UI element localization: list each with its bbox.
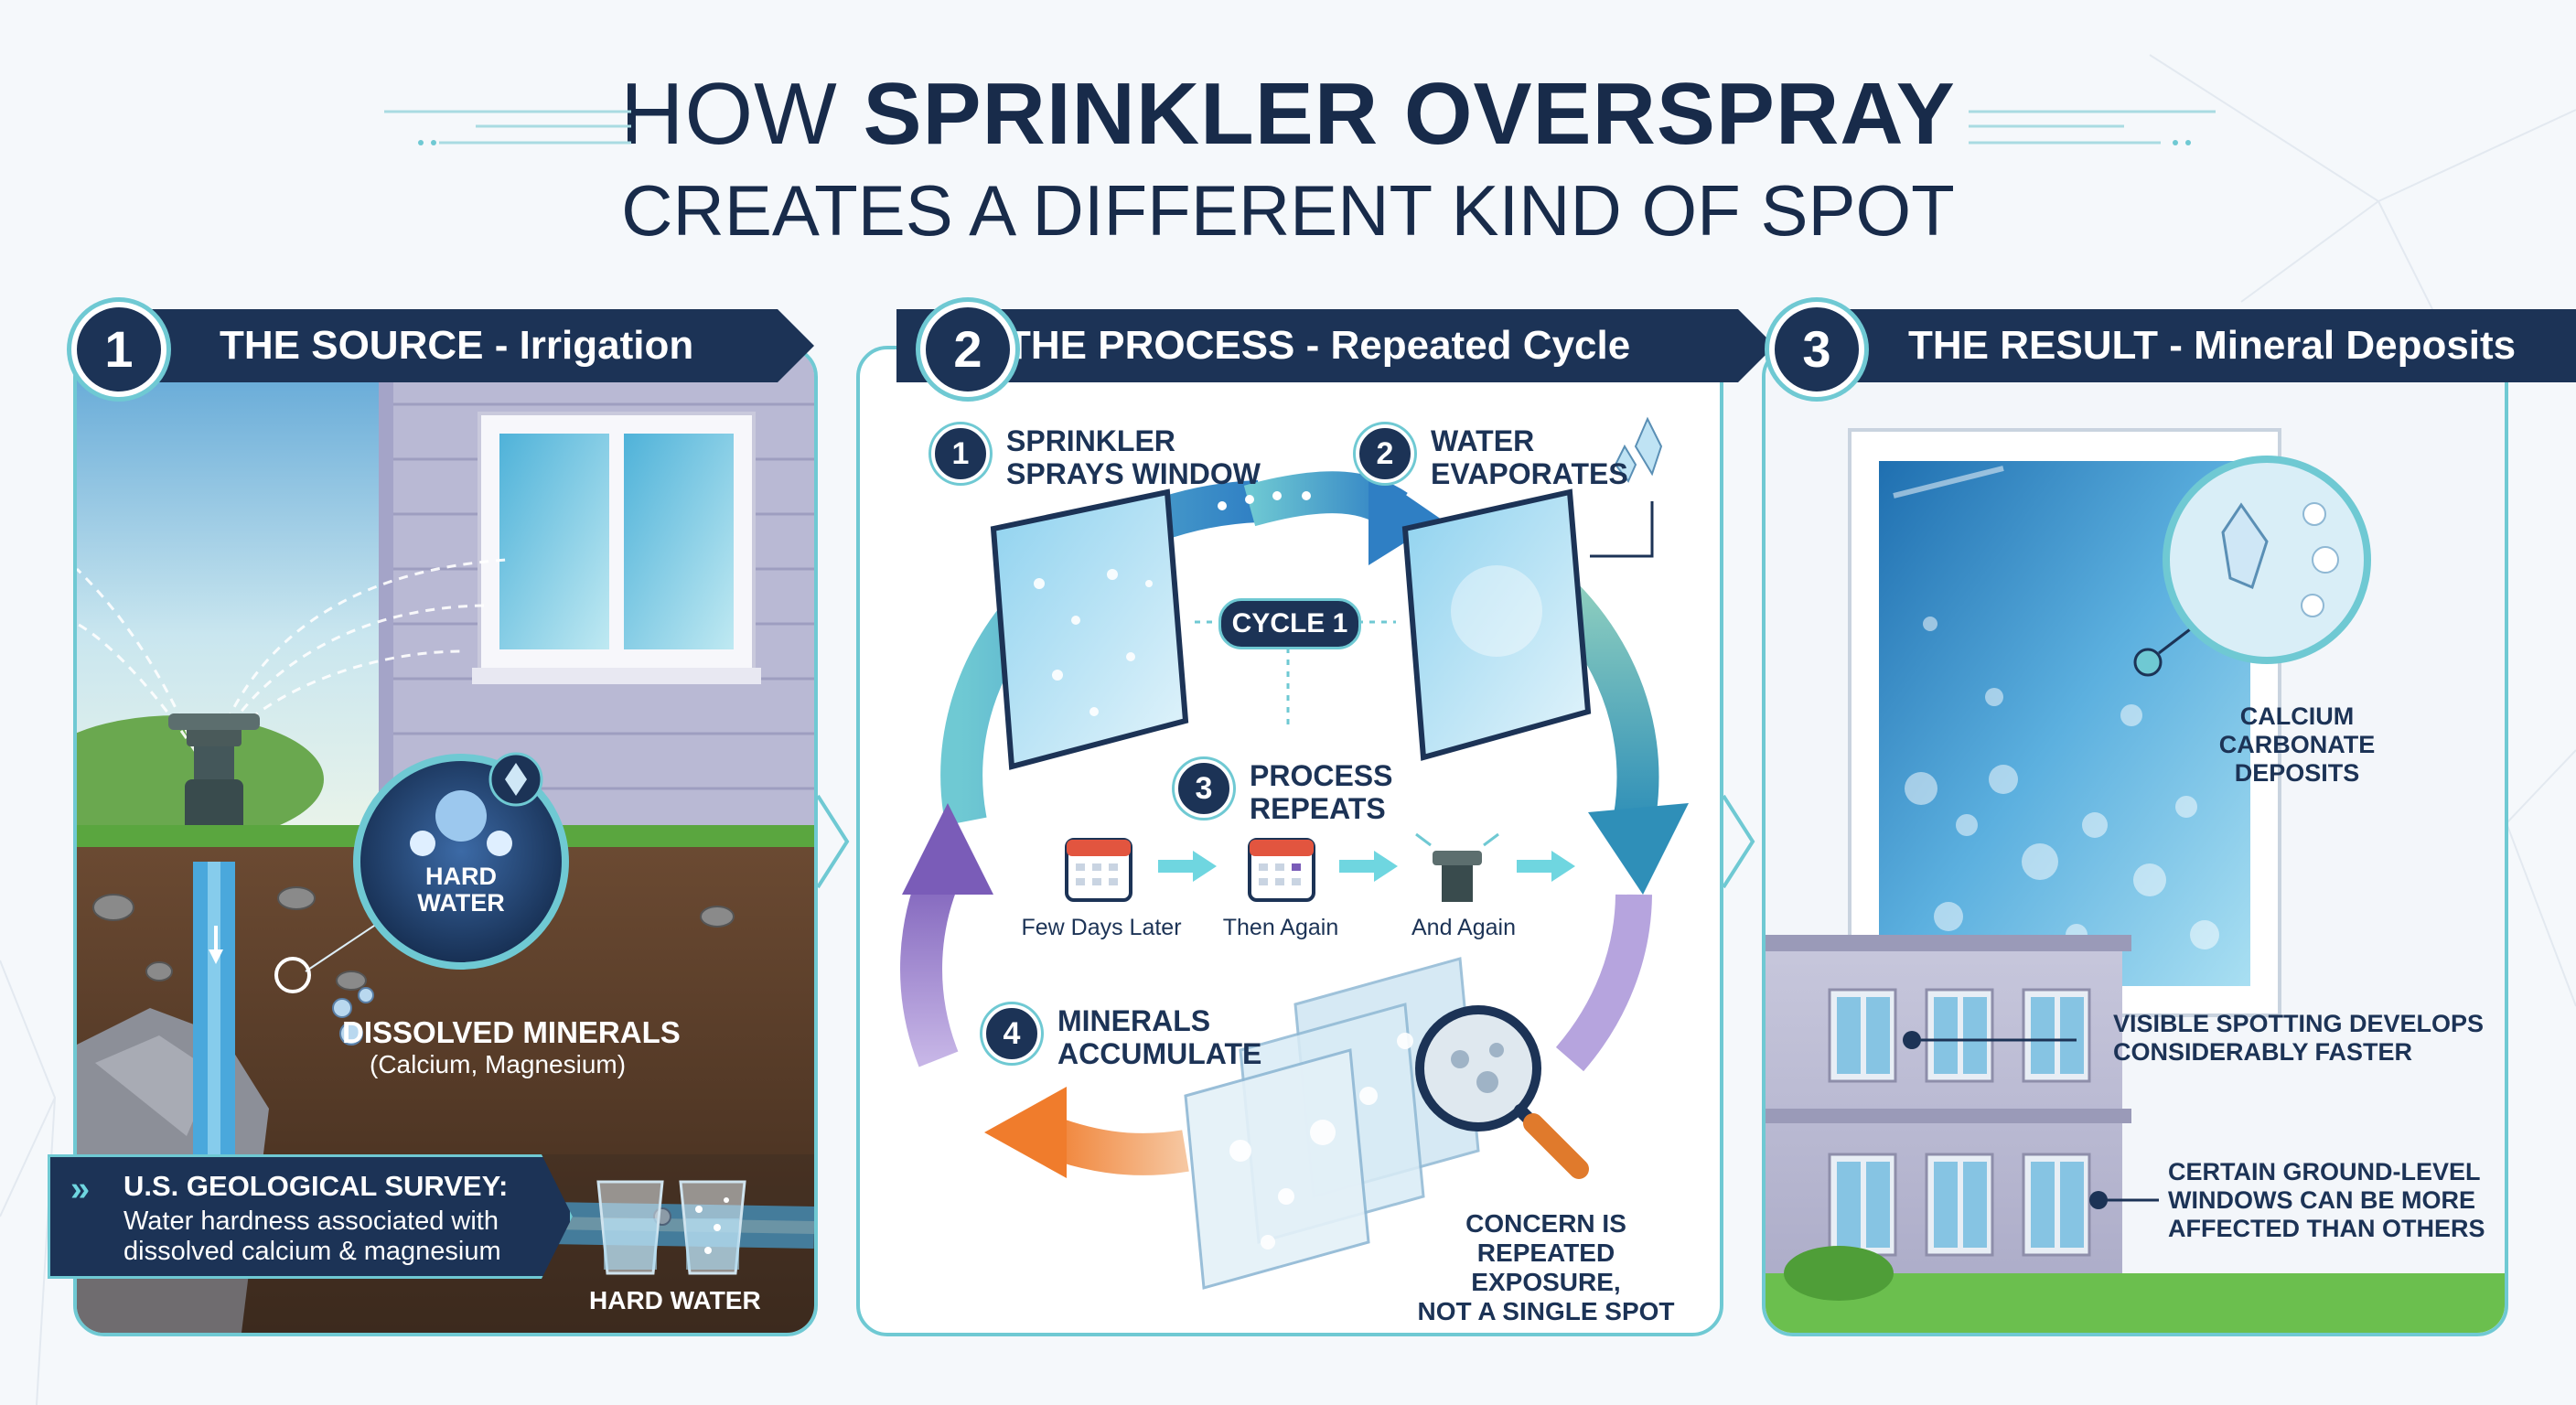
step-label: SPRINKLER SPRAYS WINDOW	[1006, 424, 1261, 490]
page-title: HOW SPRINKLER OVERSPRAY CREATES A DIFFER…	[0, 64, 2576, 256]
callout-visible-spotting: VISIBLE SPOTTING DEVELOPS CONSIDERABLY F…	[2113, 1010, 2485, 1066]
title-line2: CREATES A DIFFERENT KIND OF SPOT	[621, 170, 1955, 251]
usgs-title: U.S. GEOLOGICAL SURVEY:	[123, 1170, 509, 1202]
dissolved-minerals-subtitle: (Calcium, Magnesium)	[370, 1050, 627, 1078]
timeline-label-1: Few Days Later	[1021, 915, 1182, 940]
panel-number-1: 1	[71, 302, 166, 397]
dissolved-minerals-title: DISSOLVED MINERALS	[342, 1015, 681, 1049]
usgs-callout: » U.S. GEOLOGICAL SURVEY: Water hardness…	[48, 1154, 573, 1279]
step-label: MINERALS ACCUMULATE	[1057, 1004, 1262, 1070]
title-decoration-left	[384, 110, 631, 145]
banner-result-bold: THE RESULT	[1908, 323, 2158, 368]
banner-process-rest: - Repeated Cycle	[1294, 323, 1631, 368]
process-step-3: 3 PROCESS REPEATS	[1175, 759, 1392, 825]
usgs-body: Water hardness associated with dissolved…	[123, 1207, 501, 1266]
step-label: PROCESS REPEATS	[1250, 759, 1393, 825]
title-line1-bold: SPRINKLER OVERSPRAY	[863, 65, 1956, 163]
process-step-4: 4 MINERALS ACCUMULATE	[982, 1004, 1261, 1070]
step-number: 1	[931, 424, 990, 483]
banner-source: THE SOURCE - Irrigation Water	[110, 309, 814, 382]
step-number: 3	[1175, 759, 1233, 818]
hard-water-glass-label: HARD WATER	[589, 1286, 761, 1314]
hard-water-badge-label: HARD WATER	[417, 863, 505, 917]
step-number: 2	[1356, 424, 1414, 483]
timeline-label-2: Then Again	[1222, 915, 1339, 940]
concern-note: CONCERN IS REPEATED EXPOSURE, NOT A SING…	[1417, 1209, 1675, 1325]
panel-result: CALCIUM CARBONATE DEPOSITS VISIBLE SPOTT…	[1762, 346, 2508, 1336]
panel-connector-2	[1722, 794, 1755, 889]
banner-result-rest: - Mineral Deposits	[2157, 323, 2517, 368]
panel-number-3: 3	[1769, 302, 1864, 397]
process-step-1: 1 SPRINKLER SPRAYS WINDOW	[931, 424, 1261, 490]
process-illustration	[900, 416, 1689, 1290]
step-label: WATER EVAPORATES	[1431, 424, 1628, 490]
callout-ground-level: CERTAIN GROUND-LEVEL WINDOWS CAN BE MORE…	[2168, 1158, 2485, 1242]
panel-number-2: 2	[920, 302, 1015, 397]
banner-process-bold: THE PROCESS	[1006, 323, 1295, 368]
banner-result: THE RESULT - Mineral Deposits	[1798, 309, 2576, 382]
callout-calcium-carbonate: CALCIUM CARBONATE DEPOSITS	[2218, 702, 2376, 787]
banner-process: THE PROCESS - Repeated Cycle	[896, 309, 1775, 382]
banner-source-bold: THE SOURCE	[220, 323, 484, 368]
panel-connector-1	[816, 794, 850, 889]
title-decoration-right	[1969, 110, 2216, 145]
process-step-2: 2 WATER EVAPORATES	[1356, 424, 1628, 490]
step-number: 4	[982, 1004, 1041, 1063]
cycle-label: CYCLE 1	[1218, 598, 1361, 649]
result-illustration	[1766, 349, 2505, 1333]
title-line1-pre: HOW	[620, 65, 864, 163]
chevron-right-icon: »	[70, 1170, 91, 1208]
timeline-label-3: And Again	[1411, 915, 1516, 940]
